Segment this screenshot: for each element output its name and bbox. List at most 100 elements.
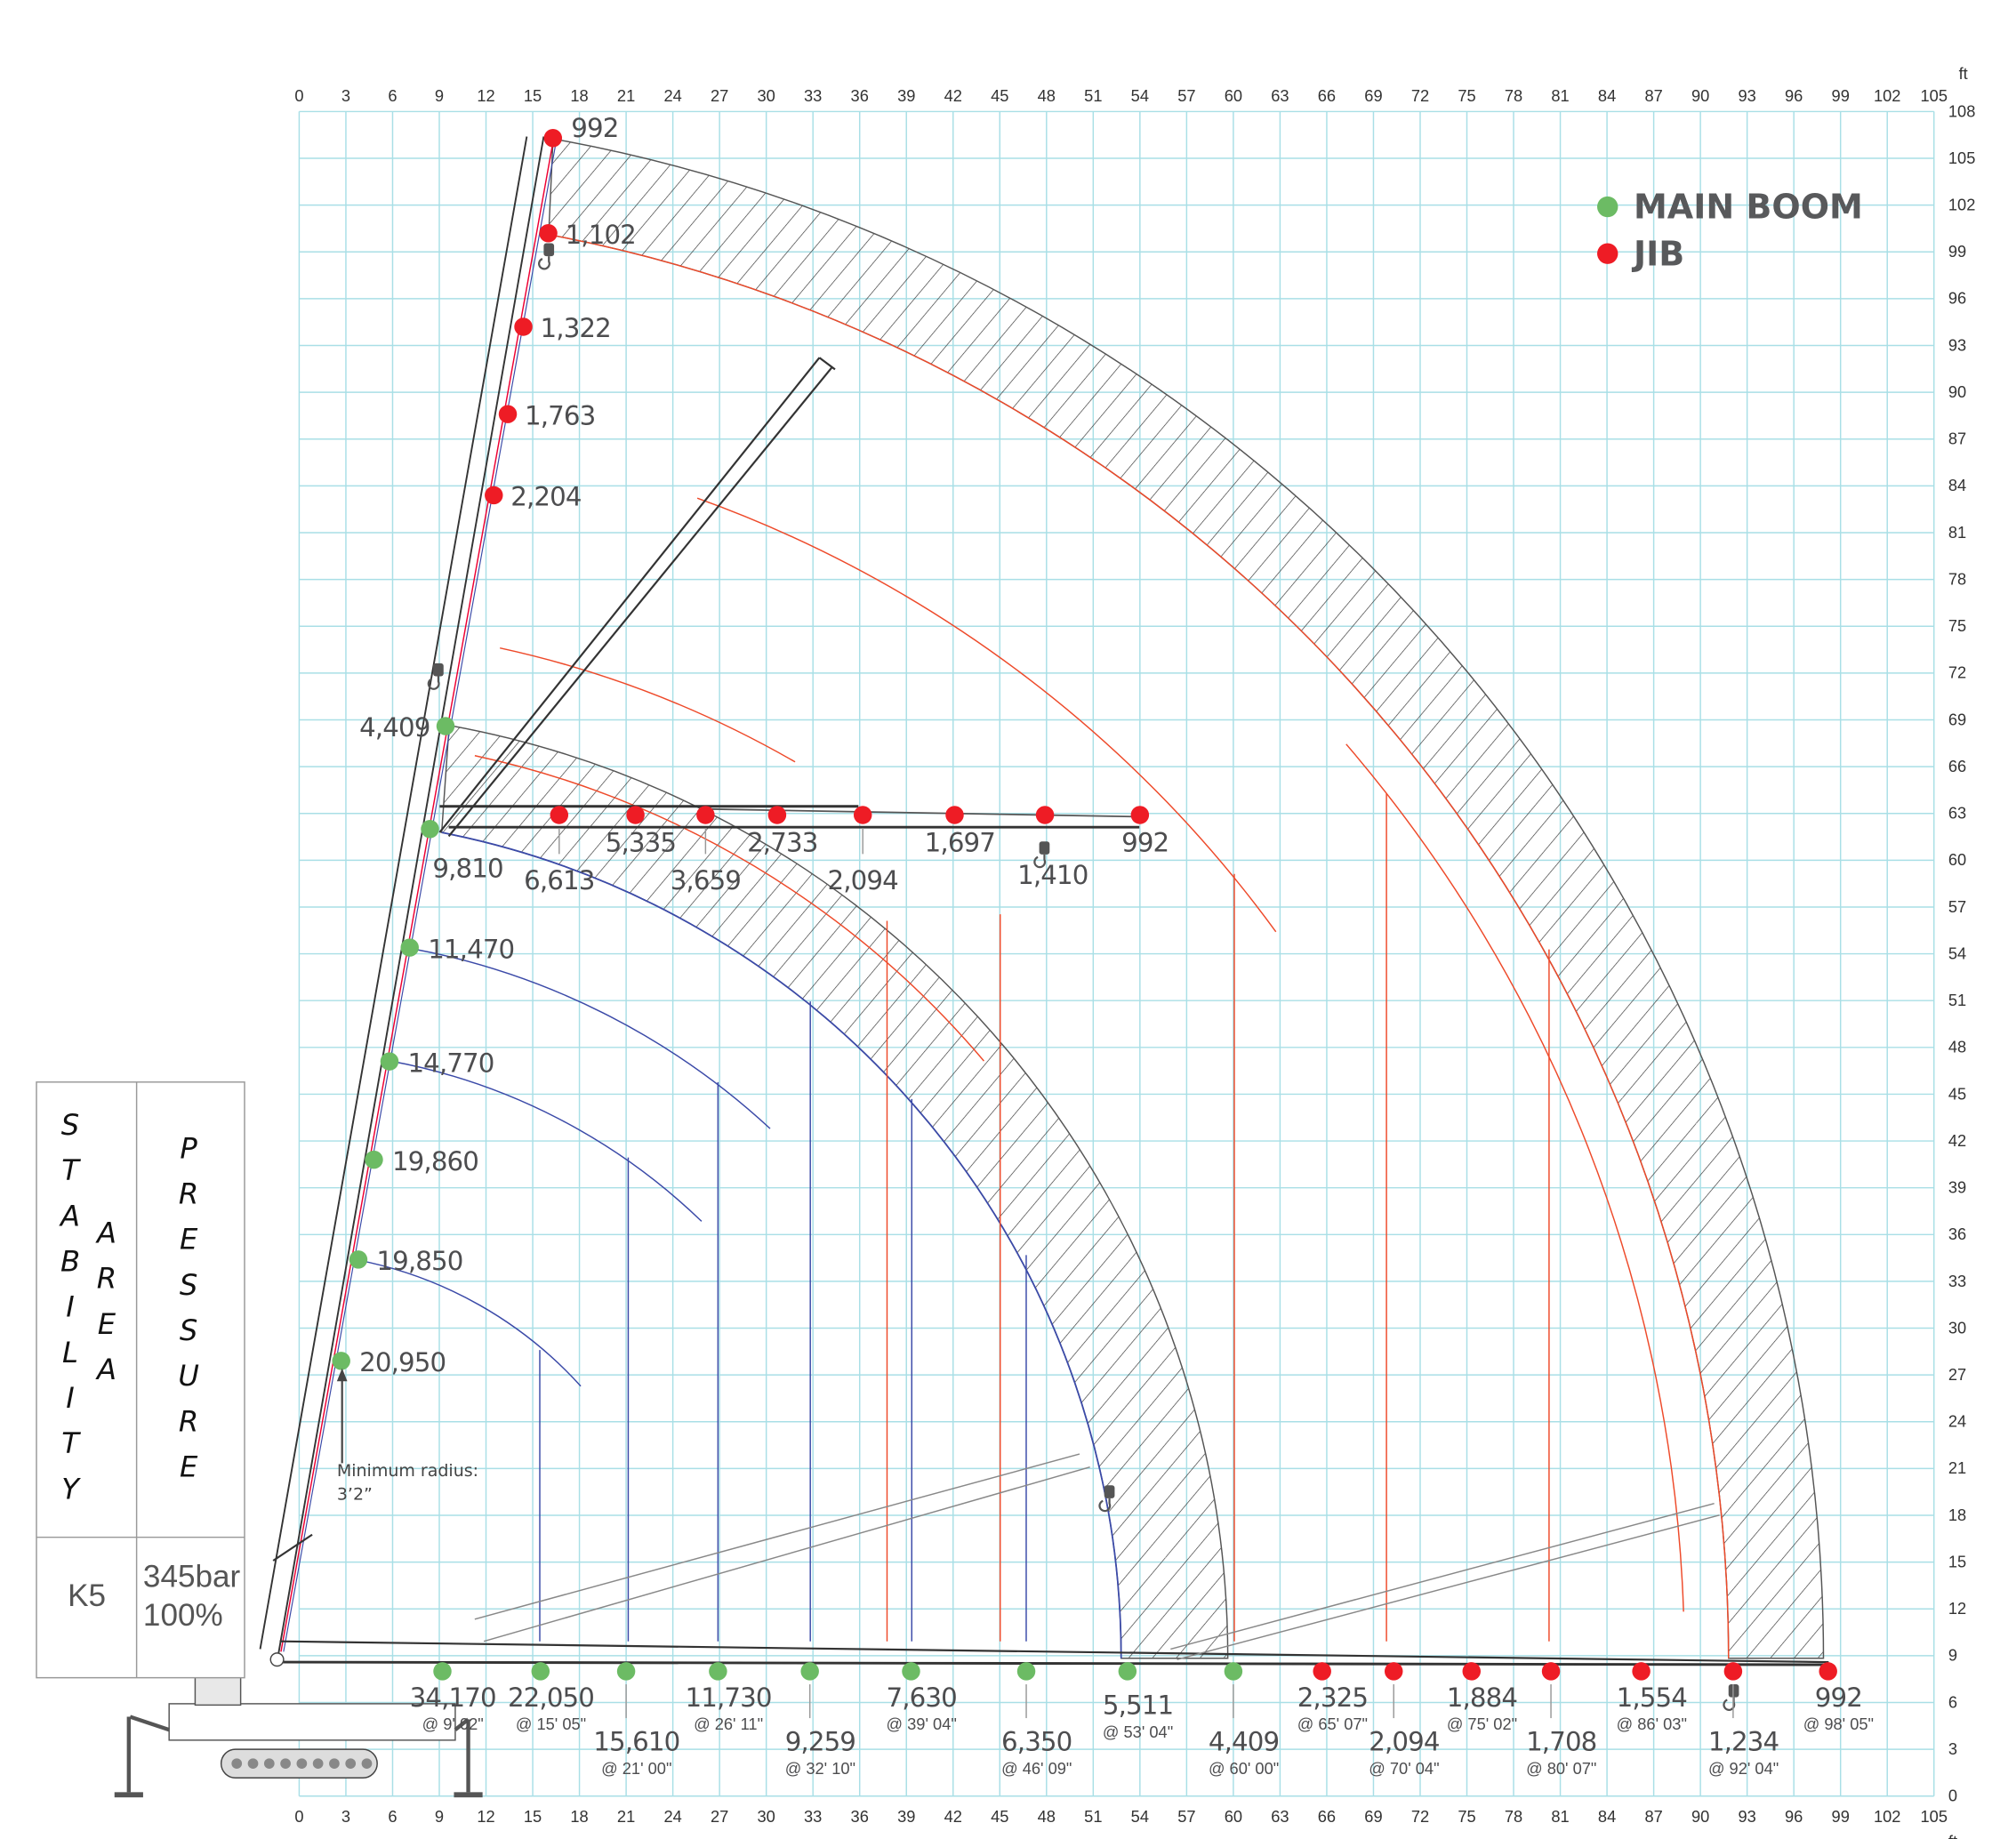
x-tick-label-bottom: 93	[1738, 1807, 1755, 1826]
jib-point	[539, 223, 558, 243]
boom-line	[474, 1453, 1080, 1620]
info-box: STABILITY AREA PRESSURE K5 345bar 100%	[36, 1081, 245, 1679]
x-tick-label-top: 21	[617, 86, 635, 105]
legend-jib-label: JIB	[1631, 234, 1684, 273]
x-tick-label-bottom: 15	[524, 1807, 542, 1826]
x-tick-label-bottom: 99	[1832, 1807, 1850, 1826]
track-wheel	[329, 1758, 340, 1770]
main-boom-point	[902, 1662, 920, 1681]
x-tick-label-top: 24	[663, 86, 681, 105]
y-tick-label: 78	[1948, 569, 1966, 588]
x-tick-label-top: 18	[570, 86, 588, 105]
pressure-label: PRESSURE	[172, 1131, 205, 1495]
load-label: 1,322	[541, 313, 611, 343]
x-tick-label-bottom: 63	[1271, 1807, 1289, 1826]
track-wheel	[247, 1758, 259, 1770]
x-tick-label-bottom: 3	[341, 1807, 350, 1826]
x-tick-label-bottom: 96	[1785, 1807, 1803, 1826]
x-tick-label-top: 99	[1832, 86, 1850, 105]
radius-label: @ 9' 02"	[422, 1715, 484, 1733]
x-tick-label-top: 72	[1411, 86, 1429, 105]
jib-point	[1632, 1662, 1651, 1681]
x-tick-label-bottom: 42	[944, 1807, 962, 1826]
x-tick-label-bottom: 51	[1084, 1807, 1102, 1826]
y-tick-label: 69	[1948, 710, 1966, 728]
load-arcs	[357, 234, 1730, 1658]
load-label: 1,554	[1617, 1682, 1687, 1713]
hook-icon	[1039, 841, 1050, 855]
x-tick-label-bottom: 0	[294, 1807, 303, 1826]
model-label: K5	[68, 1578, 106, 1613]
x-tick-label-top: 93	[1738, 86, 1755, 105]
radius-label: @ 92' 04"	[1708, 1759, 1779, 1778]
x-tick-label-bottom: 9	[435, 1807, 444, 1826]
y-tick-label: 75	[1948, 616, 1966, 635]
radius-label: @ 98' 05"	[1803, 1715, 1874, 1733]
hook-icon	[433, 663, 444, 677]
x-tick-label-top: 33	[804, 86, 822, 105]
x-tick-label-top: 75	[1458, 86, 1475, 105]
y-tick-label: 0	[1948, 1787, 1957, 1805]
y-tick-label: 36	[1948, 1225, 1966, 1243]
load-label: 1,763	[525, 400, 595, 430]
x-tick-label-bottom: 69	[1364, 1807, 1382, 1826]
x-tick-label-top: 42	[944, 86, 962, 105]
outrigger	[454, 1717, 470, 1731]
load-label: 6,613	[524, 865, 594, 895]
jib-point	[543, 129, 563, 148]
load-label: 992	[1121, 827, 1169, 857]
jib-arc	[696, 497, 1277, 933]
jib-point	[1130, 806, 1150, 824]
x-tick-label-top: 45	[991, 86, 1008, 105]
jib-point	[767, 806, 787, 824]
load-points: 4,4099,81011,47014,77019,86019,85020,950…	[332, 113, 1874, 1778]
stability-label: STABILITY	[53, 1108, 87, 1517]
x-tick-label-bottom: 6	[388, 1807, 397, 1826]
main-boom-point	[380, 1052, 399, 1071]
x-tick-label-top: 39	[897, 86, 915, 105]
track-wheel	[296, 1758, 308, 1770]
load-label: 15,610	[593, 1727, 679, 1757]
hook-icon	[538, 256, 550, 270]
x-tick-label-top: 48	[1038, 86, 1056, 105]
jib-arc	[548, 234, 1730, 1658]
load-label: 7,630	[887, 1682, 957, 1713]
outrigger-pad	[454, 1792, 483, 1798]
jib-arc	[500, 646, 796, 763]
jib-arc	[1345, 743, 1684, 1612]
x-tick-label-bottom: 24	[663, 1807, 681, 1826]
load-label: 4,409	[359, 712, 430, 743]
main-boom-arc	[390, 1060, 703, 1222]
main-boom-point	[433, 1662, 452, 1681]
main-boom-point	[349, 1250, 368, 1269]
x-tick-label-top: 15	[524, 86, 542, 105]
radius-label: @ 65' 07"	[1297, 1715, 1368, 1733]
y-tick-label: 45	[1948, 1084, 1966, 1103]
load-label: 2,733	[747, 827, 817, 857]
x-tick-label-bottom: 33	[804, 1807, 822, 1826]
y-tick-label: 90	[1948, 382, 1966, 401]
min-radius-line1: Minimum radius:	[337, 1461, 478, 1481]
hook-icon	[427, 676, 440, 690]
boom-line	[259, 136, 528, 1650]
x-tick-label-bottom: 75	[1458, 1807, 1475, 1826]
track-wheel	[263, 1758, 275, 1770]
y-tick-label: 108	[1948, 101, 1975, 120]
x-tick-label-top: 51	[1084, 86, 1102, 105]
hook-icon	[1098, 1498, 1112, 1513]
jib-point	[1819, 1662, 1837, 1681]
main-boom-point	[1016, 1662, 1036, 1681]
radius-label: @ 86' 03"	[1617, 1715, 1687, 1733]
main-boom-point	[1224, 1662, 1243, 1681]
main-boom-point	[436, 717, 455, 735]
x-tick-label-bottom: 90	[1691, 1807, 1709, 1826]
y-tick-label: 3	[1948, 1739, 1957, 1758]
y-tick-label: 81	[1948, 523, 1966, 542]
x-tick-label-bottom: 36	[851, 1807, 869, 1826]
x-tick-label-bottom: 84	[1598, 1807, 1616, 1826]
track-wheel	[231, 1758, 243, 1770]
track-wheel	[312, 1758, 324, 1770]
main-boom-point	[531, 1662, 550, 1681]
x-tick-label-bottom: 87	[1644, 1807, 1662, 1826]
